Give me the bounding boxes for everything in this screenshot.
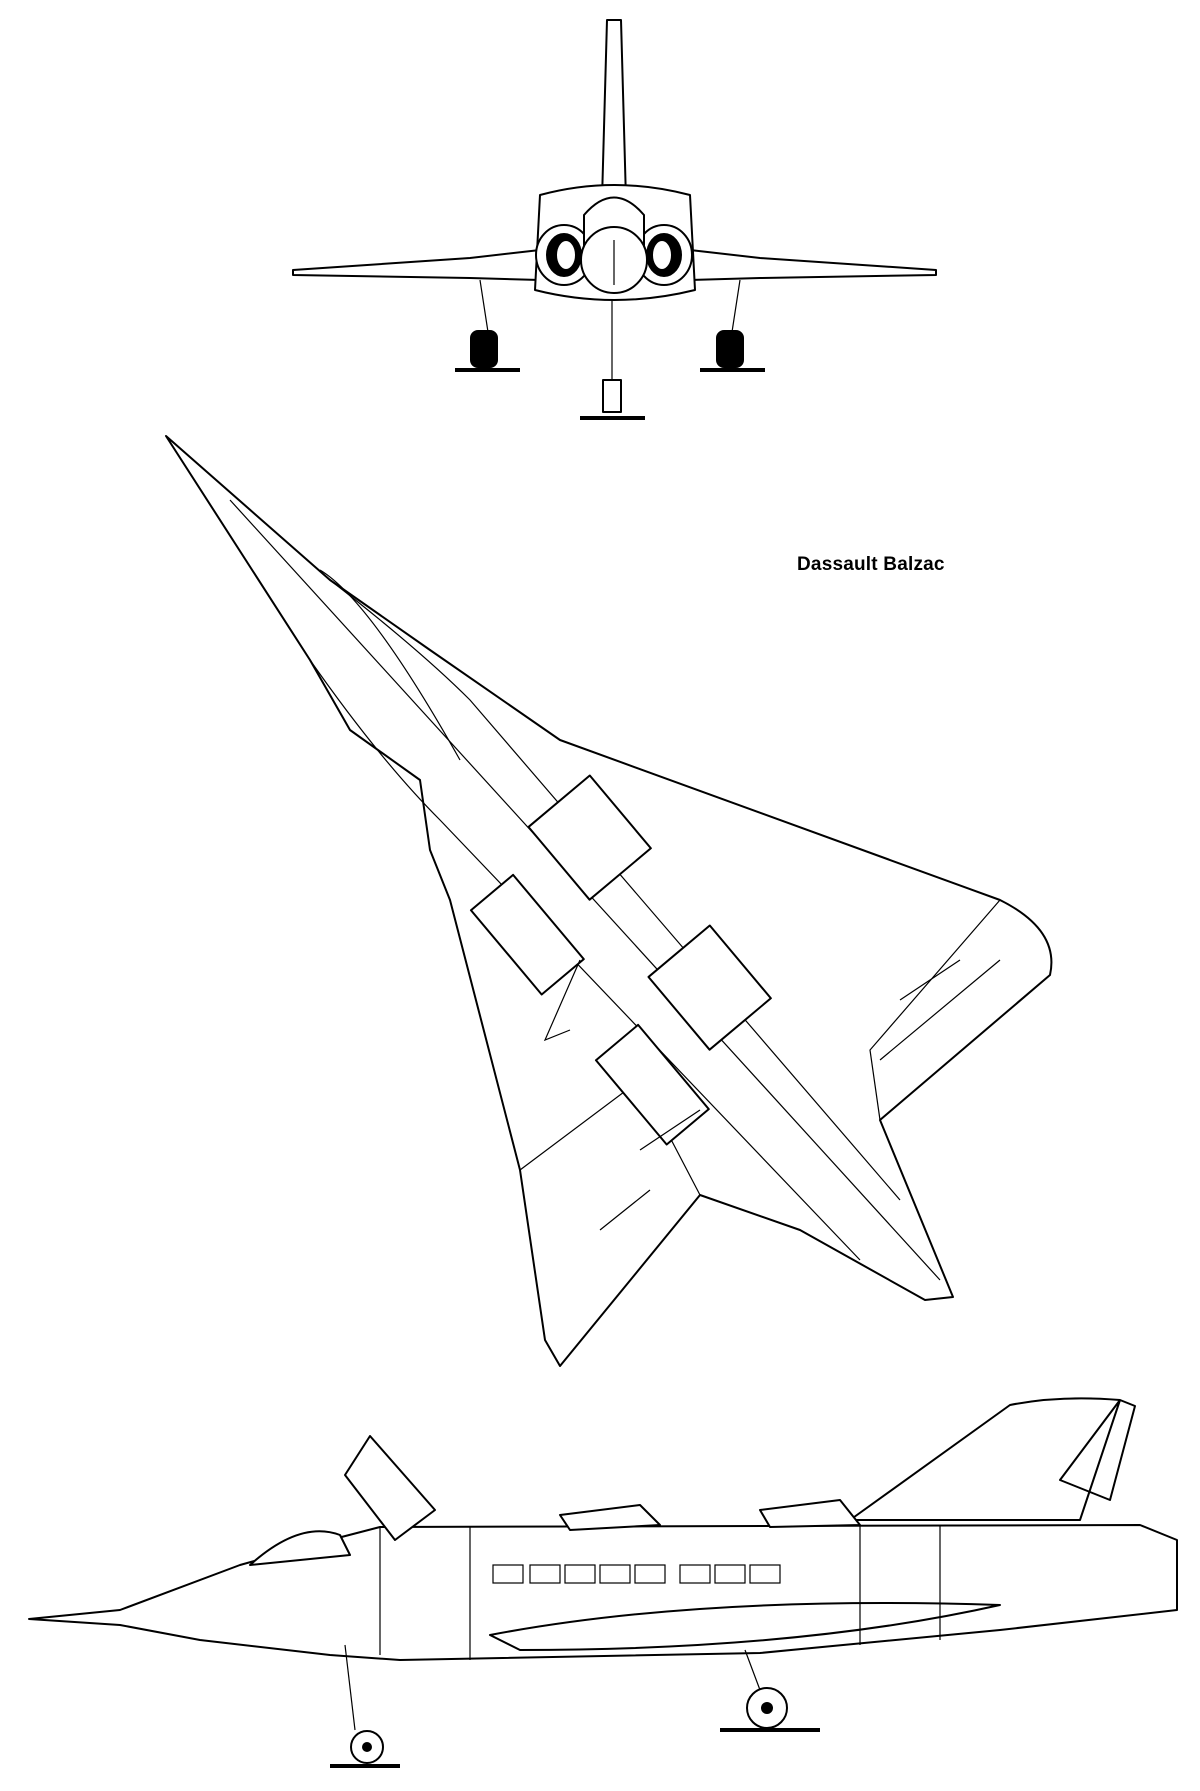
front-right-wing	[689, 249, 937, 281]
side-view	[28, 1397, 1178, 1768]
plan-outline	[165, 435, 1053, 1367]
plan-intake-upper	[527, 774, 652, 901]
side-wing	[489, 1602, 1001, 1651]
front-fin	[601, 19, 627, 201]
side-fin	[849, 1397, 1136, 1521]
front-left-wing	[292, 249, 541, 281]
front-view	[292, 19, 937, 420]
drawing-title: Dassault Balzac	[797, 554, 945, 575]
side-canopy	[249, 1530, 351, 1566]
side-open-canopy	[344, 1435, 436, 1541]
plan-intake-lower	[647, 924, 772, 1051]
plan-view	[165, 435, 1053, 1367]
